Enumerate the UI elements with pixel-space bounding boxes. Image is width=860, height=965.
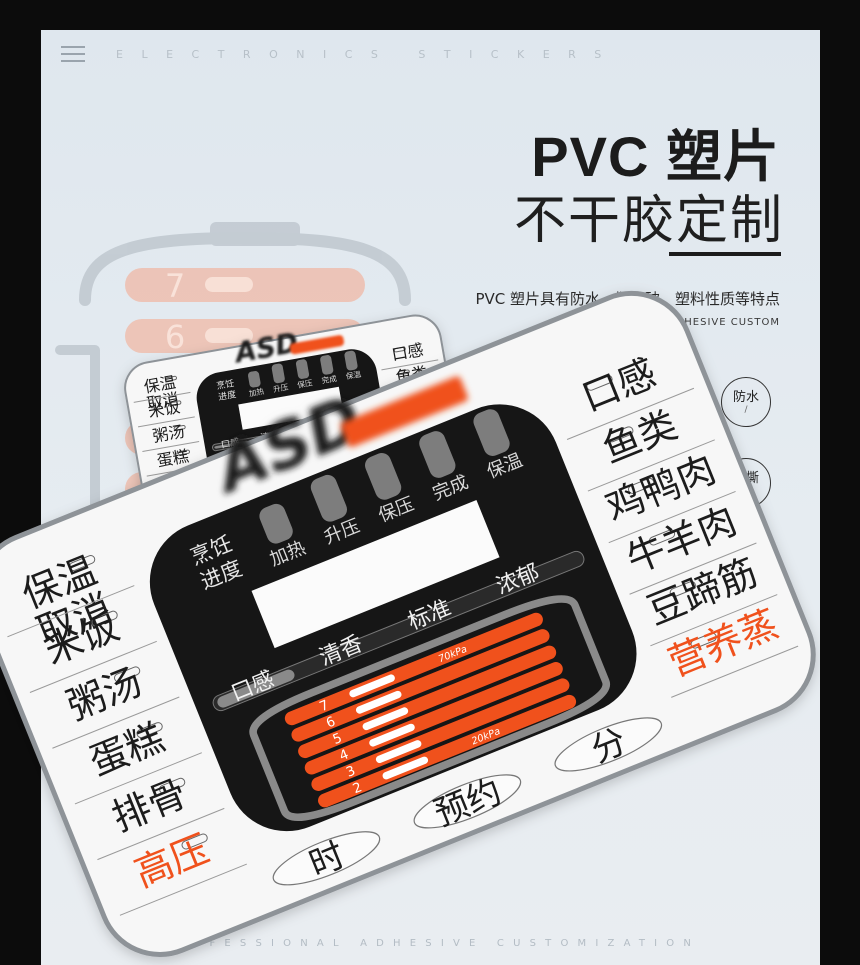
badge-slash: / — [744, 485, 748, 496]
badge-label: 防水 — [732, 389, 759, 405]
page-title: PVC 塑片 — [531, 125, 780, 188]
page-subtitle: 不干胶定制 — [513, 191, 784, 251]
badge-tear-resistant: 耐撕 / — [721, 458, 771, 508]
badge-label: 耐撕 — [732, 470, 759, 486]
title-underline — [669, 252, 781, 256]
badge-waterproof: 防水 / — [721, 377, 771, 427]
footer-tagline: PROFESSIONAL ADHESIVE CUSTOMIZATION — [161, 938, 701, 949]
badge-slash: / — [744, 565, 748, 576]
menu-icon[interactable] — [61, 46, 85, 64]
left-black-border — [0, 30, 41, 965]
badge-slash: / — [744, 404, 748, 415]
header-tagline: ELECTRONICS STICKERS — [116, 48, 620, 61]
description: PVC 塑片具有防水、撕不破、塑料性质等特点 — [475, 290, 780, 308]
badge-plastic: 塑料 / — [721, 538, 771, 588]
description-english: PVC PLASTIC FILM ADHESIVE CUSTOM — [557, 317, 780, 328]
badge-label: 塑料 — [732, 550, 759, 566]
page-panel: ELECTRONICS STICKERS PVC 塑片 不干胶定制 PVC 塑片… — [41, 30, 820, 965]
